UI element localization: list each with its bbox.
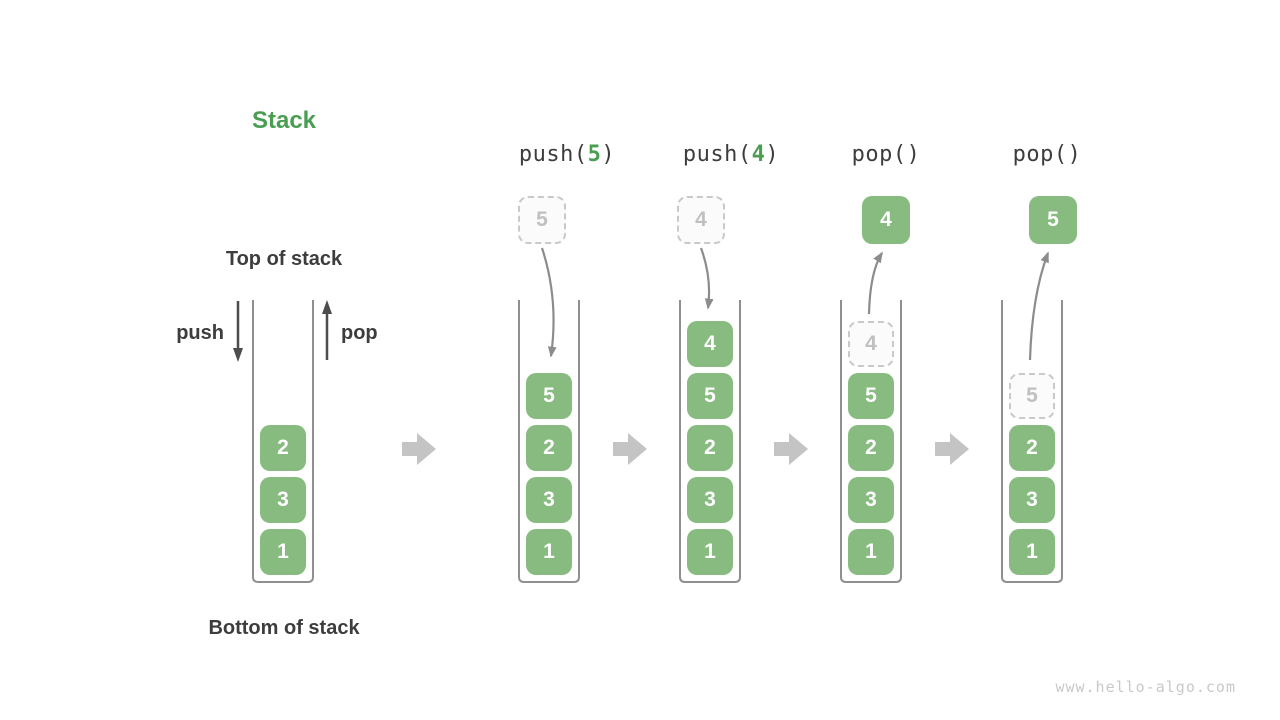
stack-element-2: 2 (687, 425, 733, 471)
push-transfer-arrow (540, 247, 557, 358)
floating-element-after-pop-4: 4 (862, 196, 910, 244)
stack-element-2: 2 (526, 425, 572, 471)
next-step-arrow-icon (613, 433, 647, 465)
floating-element-after-push-4: 4 (677, 196, 725, 244)
stack-container-after-pop-4 (840, 300, 902, 583)
stack-element-1: 1 (526, 529, 572, 575)
op-post: ) (601, 142, 616, 167)
op-label-after-push-4: push(4) (683, 144, 779, 166)
op-arg: 5 (587, 142, 602, 167)
stack-container-after-pop-5 (1001, 300, 1063, 583)
floating-element-after-push-5: 5 (518, 196, 566, 244)
watermark: www.hello-algo.com (1055, 678, 1236, 696)
next-step-arrow-icon (935, 433, 969, 465)
op-pre: push( (518, 142, 588, 167)
bottom-of-stack-label: Bottom of stack (208, 617, 360, 639)
ghost-element-4: 4 (848, 321, 894, 367)
stack-container-after-push-5 (518, 300, 580, 583)
stack-element-3: 3 (260, 477, 306, 523)
pop-transfer-arrow (1028, 251, 1050, 361)
stack-element-1: 1 (848, 529, 894, 575)
stack-element-2: 2 (260, 425, 306, 471)
op-post: ) (765, 142, 780, 167)
op-pre: push( (682, 142, 752, 167)
floating-element-after-pop-5: 5 (1029, 196, 1077, 244)
stack-element-5: 5 (687, 373, 733, 419)
ghost-element-5: 5 (1009, 373, 1055, 419)
stack-element-5: 5 (848, 373, 894, 419)
stack-element-1: 1 (1009, 529, 1055, 575)
op-arg: 4 (751, 142, 766, 167)
op-label-after-pop-5: pop() (1013, 144, 1082, 166)
pop-label: pop (341, 322, 378, 344)
op-pre: pop() (851, 142, 921, 167)
push-arrowhead-icon (233, 348, 243, 362)
stack-container-initial (252, 300, 314, 583)
pop-arrowhead-icon (322, 300, 332, 314)
push-label: push (176, 322, 224, 344)
stack-element-1: 1 (260, 529, 306, 575)
stack-element-3: 3 (848, 477, 894, 523)
stack-element-2: 2 (848, 425, 894, 471)
op-label-after-push-5: push(5) (519, 144, 615, 166)
op-label-after-pop-4: pop() (852, 144, 921, 166)
pop-transfer-arrow (867, 251, 883, 315)
next-step-arrow-icon (402, 433, 436, 465)
stack-element-5: 5 (526, 373, 572, 419)
op-pre: pop() (1012, 142, 1082, 167)
stack-element-1: 1 (687, 529, 733, 575)
stack-container-after-push-4 (679, 300, 741, 583)
next-step-arrow-icon (774, 433, 808, 465)
stack-element-3: 3 (526, 477, 572, 523)
stack-element-4: 4 (687, 321, 733, 367)
push-transfer-arrow (699, 247, 714, 310)
stack-element-3: 3 (1009, 477, 1055, 523)
stack-element-3: 3 (687, 477, 733, 523)
stack-element-2: 2 (1009, 425, 1055, 471)
diagram-title: Stack (251, 107, 317, 134)
top-of-stack-label: Top of stack (225, 248, 343, 270)
